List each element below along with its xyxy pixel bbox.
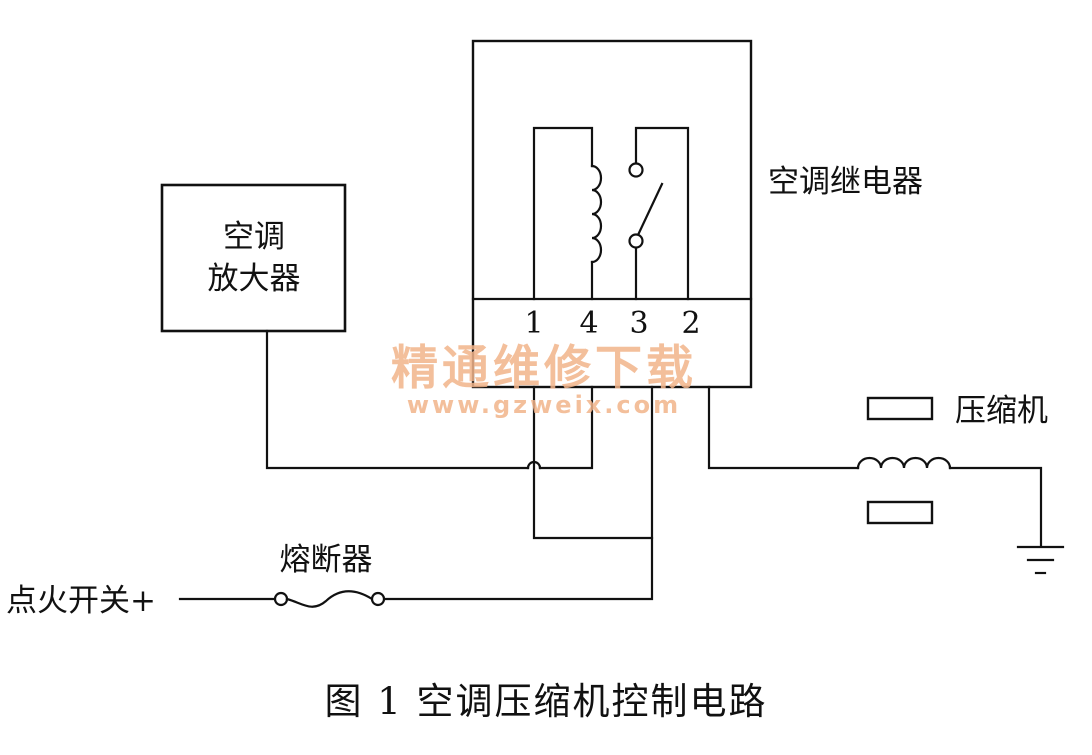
watermark-url: www.gzweix.com: [407, 391, 681, 419]
amplifier-box: [160, 183, 347, 333]
compressor-clutch-coil: [856, 456, 952, 470]
relay-pin-2: 2: [681, 306, 700, 341]
wire-clutch-to-ground: [948, 466, 1043, 548]
amplifier-label-line1: 空调: [223, 219, 285, 255]
relay-pin-3: 3: [629, 306, 648, 341]
amplifier-label-line2: 放大器: [208, 261, 301, 297]
fuse-terminal-left: [273, 591, 289, 607]
relay-switch-contact-bottom: [628, 233, 644, 249]
compressor-plate-bottom: [866, 500, 934, 525]
relay-coil: [590, 164, 603, 264]
ignition-label: 点火开关+: [6, 583, 156, 619]
wire-pin4-drop: [538, 385, 594, 470]
relay-pin-1: 1: [524, 306, 543, 341]
watermark-text: 精通维修下载: [391, 341, 697, 396]
fuse-element: [285, 590, 374, 608]
fuse-terminal-right: [370, 591, 386, 607]
figure-caption: 图 1 空调压缩机控制电路: [324, 680, 767, 723]
compressor-label: 压缩机: [955, 393, 1048, 429]
fuse-label: 熔断器: [280, 542, 373, 578]
compressor-plate-top: [866, 396, 934, 421]
relay-switch-contact-top: [628, 162, 644, 178]
wire-pin2-to-clutch: [707, 385, 860, 470]
relay-switch-frame: [634, 126, 690, 301]
relay-pin-4: 4: [579, 306, 598, 341]
wire-amplifier-to-pin4: [265, 329, 530, 470]
relay-box: [471, 39, 753, 389]
relay-label: 空调继电器: [768, 164, 923, 200]
wire-pin3-to-fuse: [382, 385, 654, 601]
relay-switch-blade: [636, 182, 664, 237]
wire-pin1-to-pin3: [532, 385, 654, 540]
relay-coil-frame: [532, 126, 594, 301]
